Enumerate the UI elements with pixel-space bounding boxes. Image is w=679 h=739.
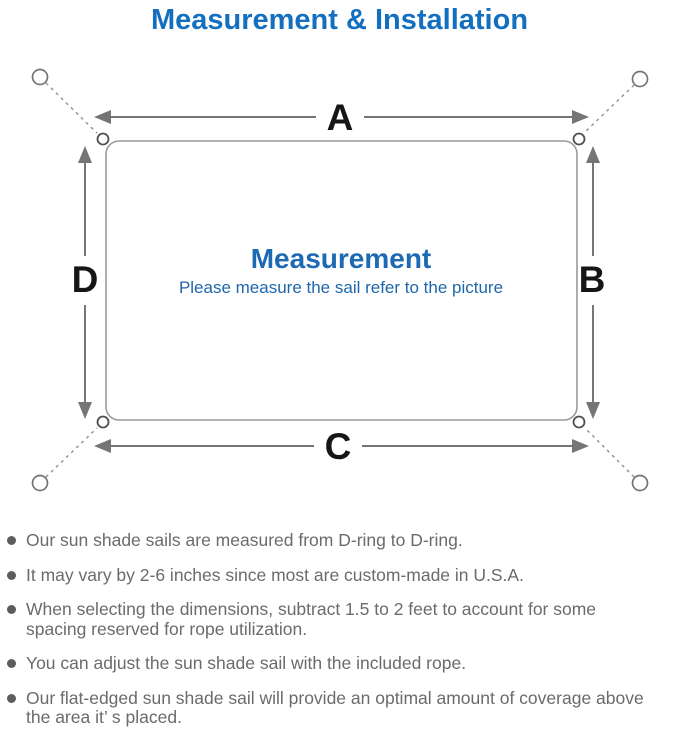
note-text: It may vary by 2-6 inches since most are… xyxy=(26,564,524,585)
tether-line xyxy=(584,84,635,133)
arrow-c xyxy=(94,439,589,453)
list-item: You can adjust the sun shade sail with t… xyxy=(7,653,659,674)
diagram-center-subtitle: Please measure the sail refer to the pic… xyxy=(179,278,503,297)
list-item: It may vary by 2-6 inches since most are… xyxy=(7,564,659,586)
dimension-label-d: D xyxy=(72,259,99,300)
note-text: You can adjust the sun shade sail with t… xyxy=(26,653,467,673)
note-text: Our flat-edged sun shade sail will provi… xyxy=(26,687,644,727)
list-item: Our flat-edged sun shade sail will provi… xyxy=(7,687,659,728)
bullet-icon xyxy=(7,693,16,703)
dimension-label-a: A xyxy=(327,97,354,138)
tether-line xyxy=(45,82,98,134)
d-ring-icon xyxy=(96,415,110,429)
list-item: Our sun shade sails are measured from D-… xyxy=(7,530,659,551)
list-item: When selecting the dimensions, subtract … xyxy=(7,599,659,639)
sail-outline xyxy=(105,140,578,421)
note-text: Our sun shade sails are measured from D-… xyxy=(26,530,463,550)
tether-line xyxy=(584,427,635,478)
note-text: When selecting the dimensions, subtract … xyxy=(26,599,597,639)
anchor-ring-icon xyxy=(31,68,49,86)
diagram-center-title: Measurement xyxy=(251,243,432,274)
anchor-points xyxy=(31,68,649,492)
notes-list: Our sun shade sails are measured from D-… xyxy=(7,530,659,739)
tether-lines xyxy=(45,82,635,478)
dimension-label-b: B xyxy=(579,259,606,300)
dimension-label-c: C xyxy=(325,426,352,467)
anchor-ring-icon xyxy=(631,474,649,492)
bullet-icon xyxy=(7,570,16,580)
d-ring-icon xyxy=(96,132,110,146)
anchor-ring-icon xyxy=(31,474,49,492)
arrow-d xyxy=(78,146,92,419)
tether-line xyxy=(45,427,98,478)
arrow-a xyxy=(94,110,589,124)
measurement-diagram: A B C D Measurement Please measure the s… xyxy=(31,68,649,492)
bullet-icon xyxy=(7,659,16,668)
d-ring-icon xyxy=(572,415,586,429)
d-ring-icon xyxy=(572,132,586,146)
corner-d-rings xyxy=(96,132,586,429)
page-title: Measurement & Installation xyxy=(150,4,529,36)
arrow-b xyxy=(586,146,600,419)
bullet-icon xyxy=(7,605,16,614)
anchor-ring-icon xyxy=(631,70,649,88)
bullet-icon xyxy=(7,536,16,545)
